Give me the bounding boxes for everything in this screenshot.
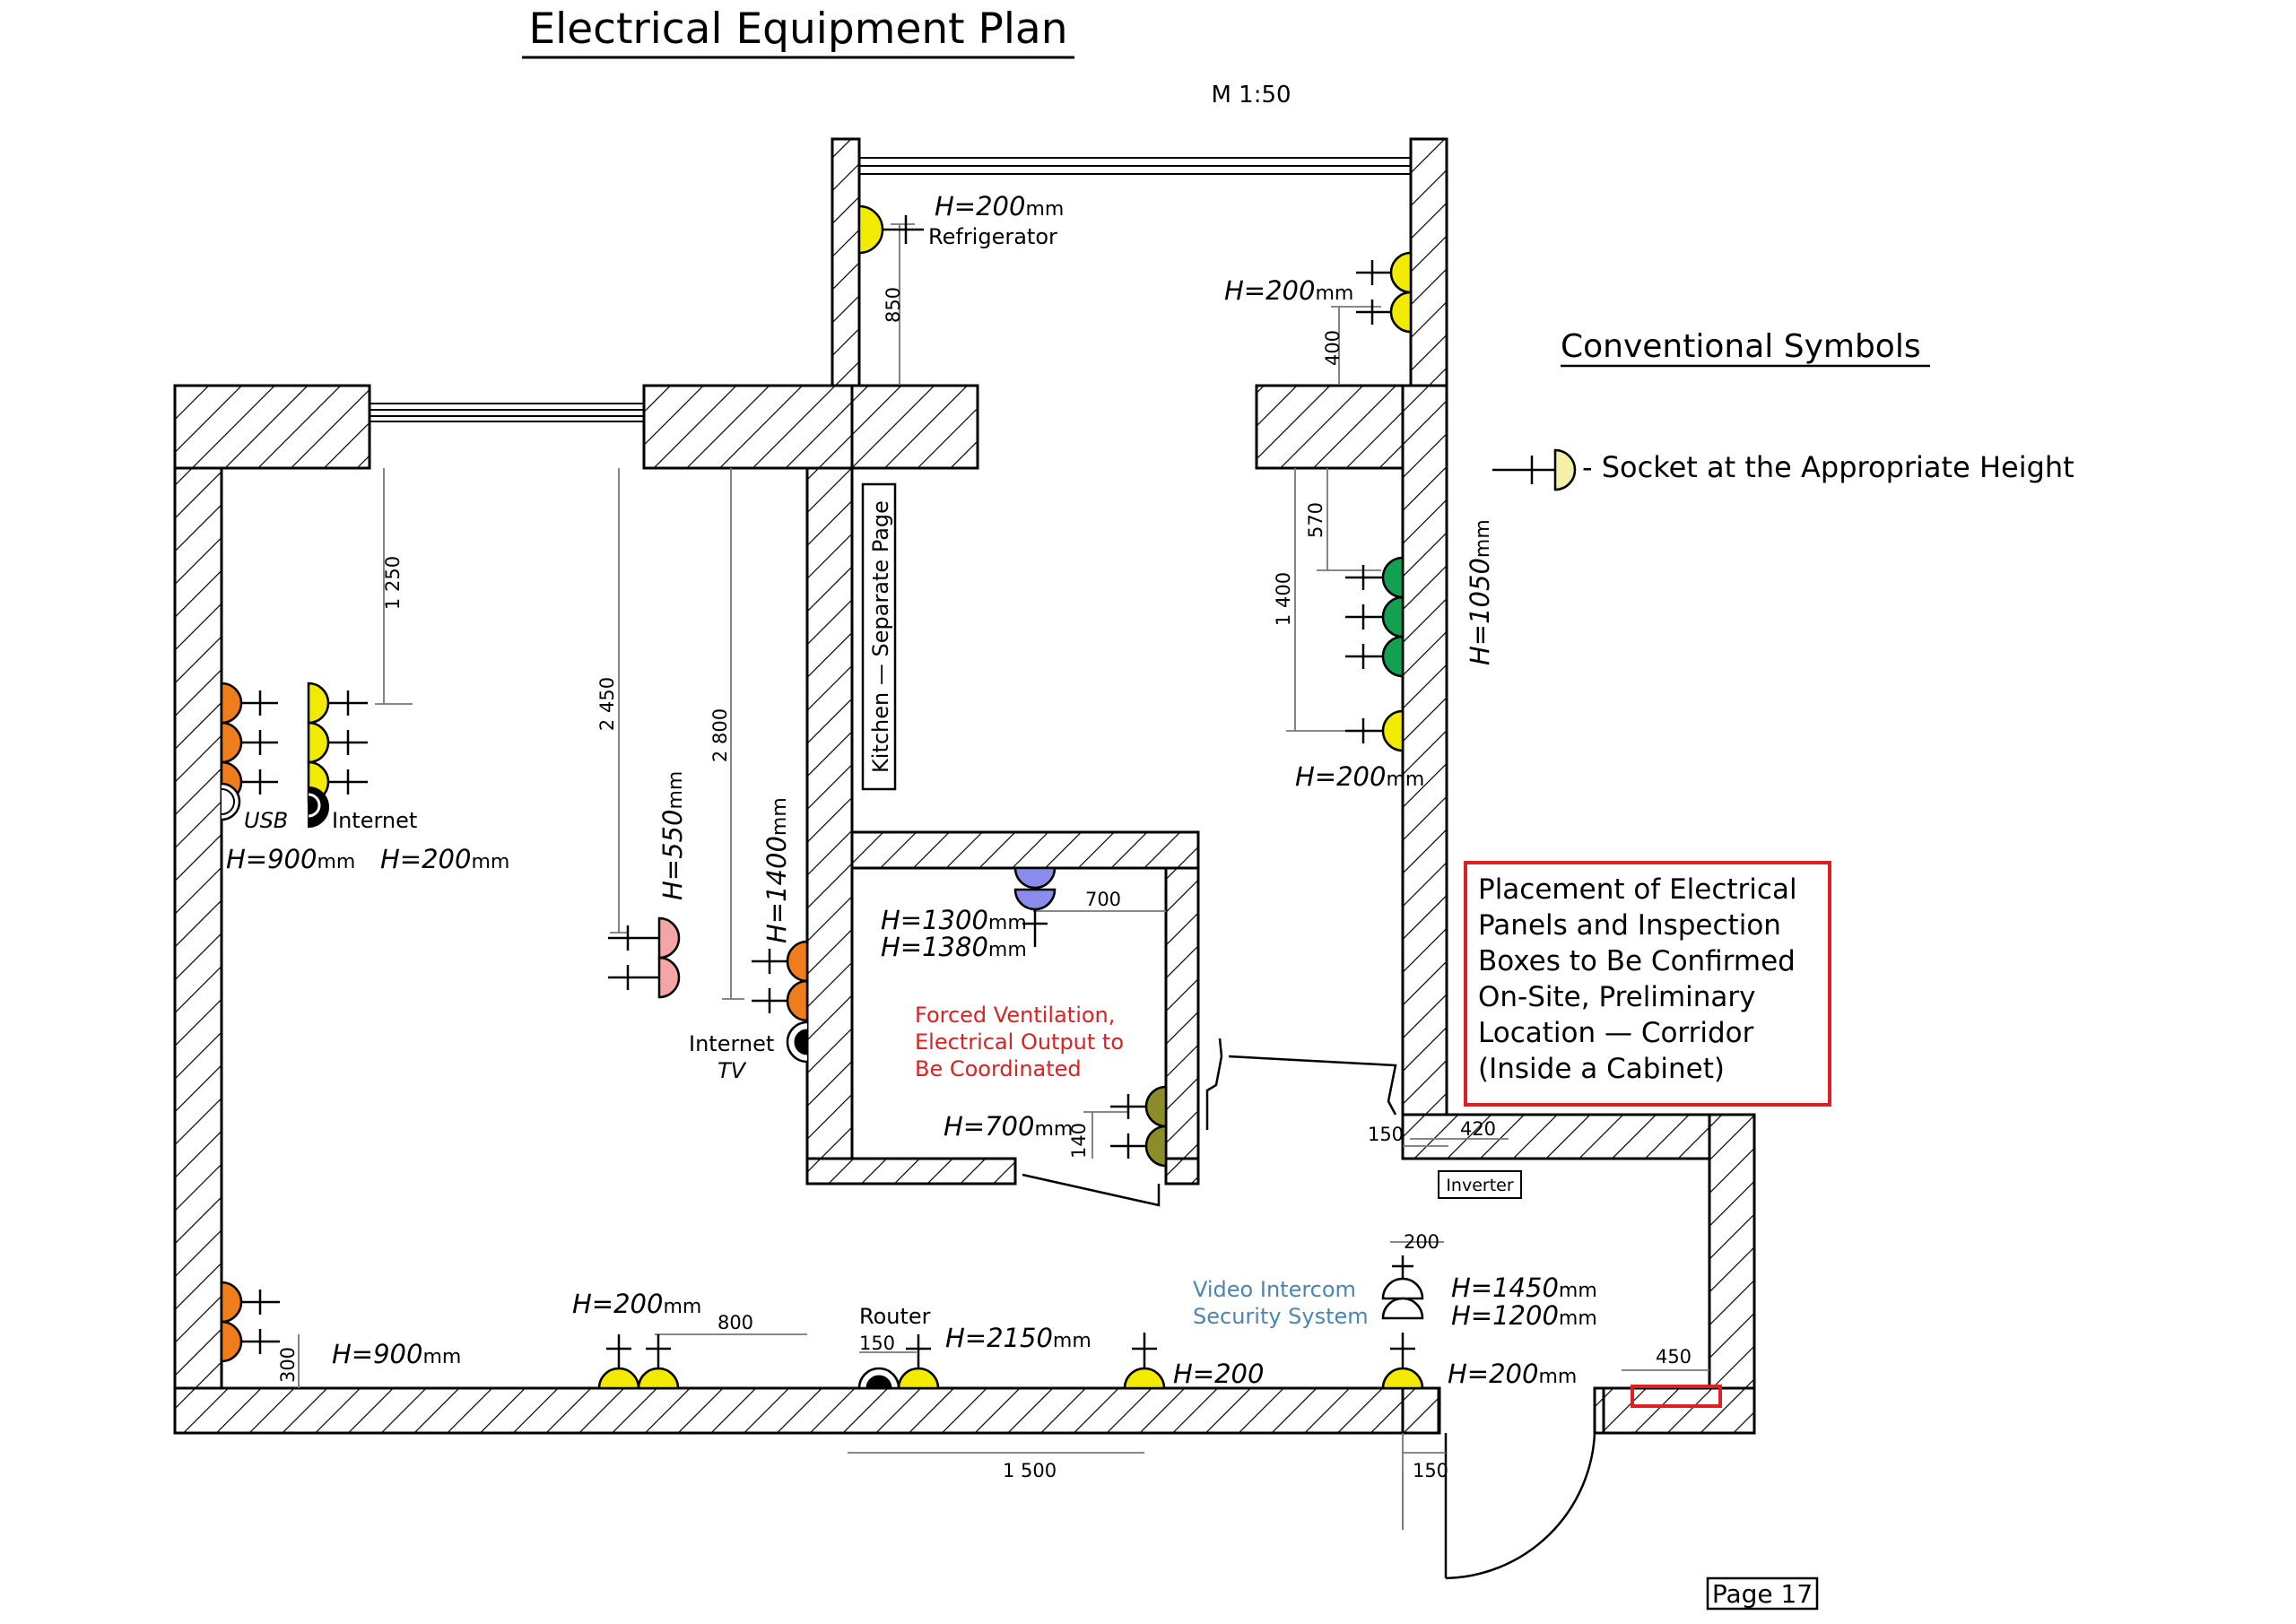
inverter-box: Inverter <box>1438 1170 1522 1199</box>
h-intercom1: H=1450mm <box>1451 1272 1597 1303</box>
sockets: Inverter <box>220 204 1722 1408</box>
legend-socket-icon <box>1492 448 1577 491</box>
dim-2800: 2 800 <box>709 708 731 762</box>
dim-420: 420 <box>1460 1118 1496 1140</box>
doors <box>1022 1038 1596 1580</box>
h-living-bottom-left: H=900mm <box>332 1339 461 1369</box>
socket-living-bottom-mid <box>597 1334 680 1390</box>
h-router: H=2150mm <box>945 1323 1091 1353</box>
socket-balcony-right <box>1356 251 1413 334</box>
label-internet: Internet <box>332 808 417 833</box>
svg-text:Placement of Electrical: Placement of Electrical <box>1478 873 1797 906</box>
h-corridor-mid: H=200 <box>1173 1359 1264 1389</box>
socket-pink <box>608 916 681 999</box>
socket-router <box>857 1334 940 1390</box>
dimension-lines <box>298 223 1709 1530</box>
label-usb: USB <box>244 808 288 833</box>
dim-200: 200 <box>1404 1231 1439 1253</box>
label-tv: TV <box>718 1058 747 1083</box>
svg-text:On-Site, Preliminary: On-Site, Preliminary <box>1478 981 1756 1013</box>
socket-bedroom-green <box>1345 556 1405 678</box>
page-label: Page 17 <box>1706 1576 1819 1611</box>
socket-refrigerator <box>857 204 924 255</box>
title-text: Electrical Equipment Plan <box>528 4 1067 54</box>
dim-150-corridor: 150 <box>1368 1124 1404 1145</box>
dim-800: 800 <box>718 1312 753 1333</box>
intercom-icon <box>1381 1255 1424 1320</box>
h-living-bottom-mid: H=200mm <box>572 1289 701 1319</box>
h-bedroom-right: H=1050mm <box>1465 519 1495 665</box>
dim-1500: 1 500 <box>1003 1460 1057 1481</box>
electrical-panel-location <box>1631 1385 1722 1408</box>
h-intercom2: H=1200mm <box>1451 1300 1597 1331</box>
dim-570: 570 <box>1305 502 1326 538</box>
svg-text:Panels and Inspection: Panels and Inspection <box>1478 909 1781 942</box>
label-router: Router <box>859 1304 931 1329</box>
svg-text:Forced Ventilation,: Forced Ventilation, <box>915 1003 1115 1028</box>
dimension-texts: 850 400 570 1 400 1 250 2 450 2 800 700 … <box>277 287 1692 1481</box>
svg-text:Be Coordinated: Be Coordinated <box>915 1056 1082 1081</box>
svg-text:(Inside a Cabinet): (Inside a Cabinet) <box>1478 1053 1725 1085</box>
label-internet-tv: Internet <box>689 1031 774 1056</box>
dim-700: 700 <box>1085 889 1121 910</box>
panel-note: Placement of Electrical Panels and Inspe… <box>1464 861 1831 1107</box>
svg-text:Electrical Output to: Electrical Output to <box>915 1029 1124 1055</box>
svg-text:Security System: Security System <box>1193 1304 1369 1329</box>
dim-300: 300 <box>277 1347 299 1383</box>
dim-2450: 2 450 <box>596 677 618 731</box>
socket-bedroom-yellow <box>1345 709 1405 752</box>
svg-text:Boxes to Be Confirmed: Boxes to Be Confirmed <box>1478 945 1796 977</box>
plan-title: Electrical Equipment Plan <box>522 4 1074 59</box>
socket-tv <box>752 940 809 1064</box>
dim-1250: 1 250 <box>382 556 404 610</box>
h-bath-top1: H=1300mm <box>881 905 1027 935</box>
socket-corridor-right <box>1381 1333 1424 1390</box>
h-refrigerator: H=200mm <box>935 191 1064 221</box>
dim-1400: 1 400 <box>1273 572 1294 626</box>
socket-bathroom-blue <box>1013 866 1057 947</box>
socket-living-bottom-left <box>220 1281 280 1363</box>
walls <box>173 137 1756 1435</box>
svg-text:Video Intercom: Video Intercom <box>1193 1277 1356 1302</box>
h-balcony-right: H=200mm <box>1224 275 1353 306</box>
dim-400: 400 <box>1322 330 1344 366</box>
kitchen-label: Kitchen — Separate Page <box>861 482 897 791</box>
socket-bathroom-olive <box>1110 1085 1168 1168</box>
dim-150-entrance: 150 <box>1413 1460 1448 1481</box>
h-bath-olive: H=700mm <box>944 1111 1073 1142</box>
dim-150-router: 150 <box>859 1333 895 1354</box>
ventilation-note: Forced Ventilation, Electrical Output to… <box>915 1003 1124 1081</box>
scale-label: M 1:50 <box>1211 82 1291 109</box>
windows <box>369 157 1412 422</box>
svg-text:Page 17: Page 17 <box>1712 1579 1813 1609</box>
legend-socket-desc: - Socket at the Appropriate Height <box>1582 450 2074 484</box>
h-usb: H=900mm <box>226 844 355 874</box>
socket-living-internet-yellow <box>307 682 368 829</box>
dim-850: 850 <box>883 287 904 323</box>
legend-title: Conventional Symbols <box>1561 328 1921 365</box>
label-refrigerator: Refrigerator <box>928 224 1057 249</box>
dim-450: 450 <box>1656 1346 1692 1368</box>
dim-140: 140 <box>1068 1123 1090 1159</box>
socket-living-usb-orange <box>220 682 278 821</box>
h-corridor-right: H=200mm <box>1448 1359 1577 1389</box>
height-labels: H=200mm Refrigerator H=200mm H=1050mm H=… <box>226 191 1597 1389</box>
h-bedroom-low: H=200mm <box>1295 761 1424 792</box>
svg-text:Inverter: Inverter <box>1446 1176 1514 1195</box>
h-pink: H=550mm <box>657 771 688 900</box>
socket-corridor-mid <box>1123 1333 1166 1390</box>
h-tv: H=1400mm <box>761 797 792 943</box>
h-bath-top2: H=1380mm <box>881 932 1027 962</box>
h-internet: H=200mm <box>380 844 509 874</box>
video-intercom-label: Video Intercom Security System <box>1193 1277 1369 1329</box>
svg-text:Kitchen — Separate Page: Kitchen — Separate Page <box>868 500 893 773</box>
svg-text:Location — Corridor: Location — Corridor <box>1478 1017 1754 1049</box>
legend: Conventional Symbols - Socket at the App… <box>1492 328 2074 491</box>
